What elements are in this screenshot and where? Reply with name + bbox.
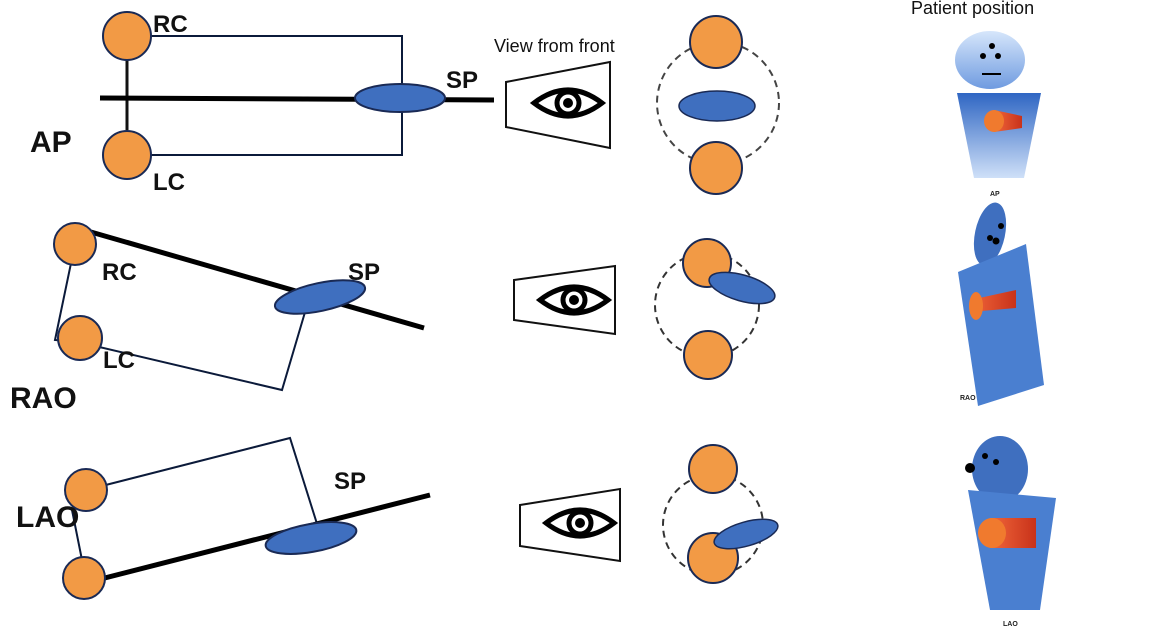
row-rao-patient: RAO (958, 202, 1044, 406)
rao-sp-label: SP (348, 259, 380, 286)
rao-axis-line (76, 225, 425, 331)
lao-cusp-connector (71, 509, 83, 561)
row-rao-schematic: RC LC SP RAO (10, 222, 425, 415)
row-ap-schematic: RC LC SP AP (30, 11, 495, 196)
ap-front-lower-cusp (689, 141, 743, 195)
lao-frame-top (85, 436, 319, 528)
rao-rc-label: RC (102, 259, 137, 286)
lao-front-upper-cusp (688, 444, 738, 494)
lao-sp-label: SP (334, 468, 366, 495)
rao-patient-torso (958, 244, 1044, 406)
eye-icon (534, 90, 602, 116)
row-lao-schematic: SP LAO (16, 436, 431, 600)
ap-view-label: AP (30, 126, 72, 159)
eye-icon (546, 510, 614, 536)
ap-front-outline (656, 41, 780, 165)
rao-septum (273, 279, 367, 315)
lao-view-label: LAO (16, 501, 79, 534)
lao-front-septum (713, 518, 779, 550)
lao-patient-head (972, 436, 1028, 502)
lao-lower-cusp (62, 556, 106, 600)
rao-patient-head (973, 202, 1007, 266)
rao-patient-cone-base (969, 292, 983, 320)
ap-patient-head (955, 31, 1025, 89)
ap-lc-label: LC (153, 169, 185, 196)
ap-left-cusp (102, 130, 152, 180)
ap-patient-eye (989, 43, 995, 49)
ap-right-cusp (102, 11, 152, 61)
ap-rc-label: RC (153, 11, 188, 38)
row-ap-patient: AP (955, 31, 1041, 198)
ap-sp-label: SP (446, 67, 478, 94)
rao-right-cusp (53, 222, 97, 266)
lao-patient-eye (965, 463, 975, 473)
row-ap-viewer (505, 60, 611, 150)
lao-patient-cone-base (978, 518, 1006, 548)
row-rao-viewer (513, 264, 616, 336)
ap-patient-cone-base (984, 110, 1004, 132)
rao-patient-eye (998, 223, 1004, 229)
rao-frame (53, 243, 309, 392)
rao-left-cusp (57, 315, 103, 361)
rao-lc-label: LC (103, 347, 135, 374)
row-rao-front-view (654, 238, 776, 380)
ap-patient-torso (957, 93, 1041, 178)
patient-position-caption: Patient position (911, 0, 1034, 18)
lao-patient-eye (982, 453, 988, 459)
lao-patient-eye (993, 459, 999, 465)
ap-patient-eye (980, 53, 986, 59)
rao-patient-eye (992, 237, 1000, 245)
lao-figure-caption: LAO (1003, 621, 1018, 628)
rao-figure-caption: RAO (960, 395, 976, 402)
rao-front-lower-cusp (683, 330, 733, 380)
lao-axis-line (84, 492, 431, 586)
row-lao-viewer (519, 487, 621, 563)
lao-upper-cusp (64, 468, 108, 512)
row-lao-patient: LAO (965, 436, 1056, 628)
rao-patient-eye (987, 235, 993, 241)
eye-icon (540, 287, 608, 313)
ap-patient-eye (995, 53, 1001, 59)
row-lao-front-view (662, 444, 779, 584)
row-ap-front-view (656, 15, 780, 195)
rao-front-septum (708, 271, 776, 305)
ap-figure-caption: AP (990, 191, 1000, 198)
view-from-front-caption: View from front (494, 36, 615, 56)
rao-view-label: RAO (10, 382, 77, 415)
ap-septum (354, 83, 446, 113)
lao-patient-torso (968, 490, 1056, 610)
lao-septum (264, 521, 358, 555)
ap-front-upper-cusp (689, 15, 743, 69)
ap-front-septum (678, 90, 756, 122)
